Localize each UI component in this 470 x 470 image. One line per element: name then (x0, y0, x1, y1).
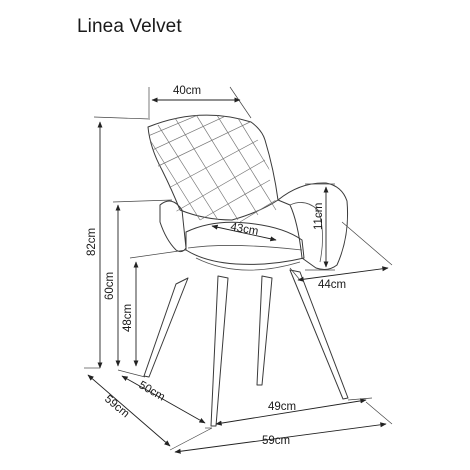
label-base-width: 49cm (268, 401, 296, 413)
dim-total-depth: 59cm (84, 367, 213, 451)
label-seat-height: 48cm (122, 304, 134, 332)
label-base-front: 59cm (262, 435, 290, 447)
chair-drawing (143, 114, 349, 427)
label-armrest-height: 60cm (104, 272, 116, 300)
label-total-depth: 59cm (102, 393, 131, 420)
dim-total-width: 44cm (289, 221, 393, 291)
dim-armrest-thickness: 11cm (305, 183, 335, 271)
chair-leg-back-right (256, 275, 273, 386)
chair-leg-front-right (289, 269, 349, 400)
label-armrest-thickness: 11cm (313, 203, 325, 230)
dim-total-height: 82cm (86, 116, 151, 369)
dim-seat-depth: 50cm (117, 369, 212, 429)
dim-seat-depth-diagonal: 43cm (211, 221, 277, 242)
label-total-height: 82cm (86, 228, 98, 256)
label-total-width: 44cm (318, 279, 346, 291)
dim-seat-height: 48cm (122, 249, 187, 367)
dim-base-front: 59cm (174, 401, 393, 454)
chair-leg-front-left (143, 277, 189, 378)
chair-backrest (147, 114, 279, 221)
product-title: Linea Velvet (77, 16, 182, 37)
label-seat-depth-diagonal: 43cm (229, 221, 259, 238)
dim-base-width: 49cm (215, 397, 373, 426)
dim-backrest-width: 40cm (148, 85, 252, 119)
chair-right-armrest (277, 182, 349, 270)
chair-leg-front-center (210, 275, 229, 427)
chair-quilting (148, 115, 286, 223)
dim-armrest-height: 60cm (104, 199, 173, 367)
chair-left-armrest (159, 200, 187, 253)
label-seat-depth: 50cm (137, 379, 167, 403)
chair-seat (185, 221, 305, 265)
label-backrest-width: 40cm (173, 85, 201, 97)
